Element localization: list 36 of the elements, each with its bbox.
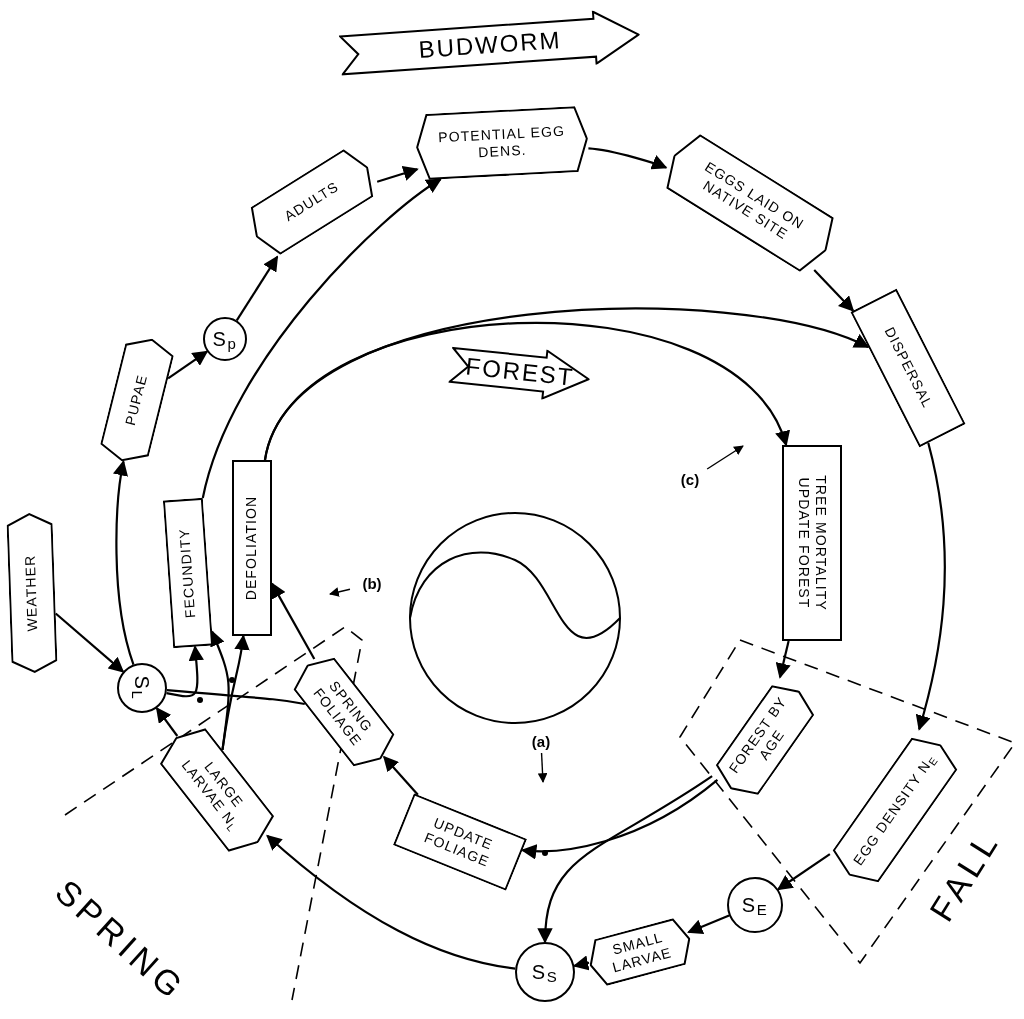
arrow [687,914,730,935]
arrow [588,147,668,170]
arrow [201,178,442,499]
annotation-label: (b) [350,573,394,595]
arrow [813,269,855,312]
arrow [538,775,713,944]
process-box: FECUNDITY [162,497,214,649]
state-circle: S$_{S}$ [515,942,575,1002]
arrow [55,612,125,673]
arrow [167,350,209,380]
process-box: DEFOLIATION [232,460,272,636]
arrow [775,640,791,679]
arrow [383,755,419,796]
arrow [376,166,419,183]
annotation-label: (c) [668,469,712,491]
leader-arrow [706,445,744,470]
arrow [221,634,250,751]
arrow [271,582,316,660]
process-box: POTENTIAL EGG DENS. [414,105,590,181]
arrow [915,442,946,731]
arrow [266,834,516,970]
leader-arrow [537,752,548,783]
arrow [166,645,204,698]
process-box: TREE MORTALITY UPDATE FOREST [782,445,842,641]
leader-arrow [329,587,351,597]
state-circle: S$_{p}$ [203,317,247,361]
arrow [263,307,870,461]
arrow [520,779,719,859]
annotation-label: (a) [519,731,563,753]
arrow [235,255,279,322]
arrow [776,853,831,891]
state-circle: S$_{E}$ [727,877,783,933]
arrow [572,955,590,971]
process-box: WEATHER [6,512,58,674]
arrow [155,706,179,737]
arrow [113,460,135,665]
